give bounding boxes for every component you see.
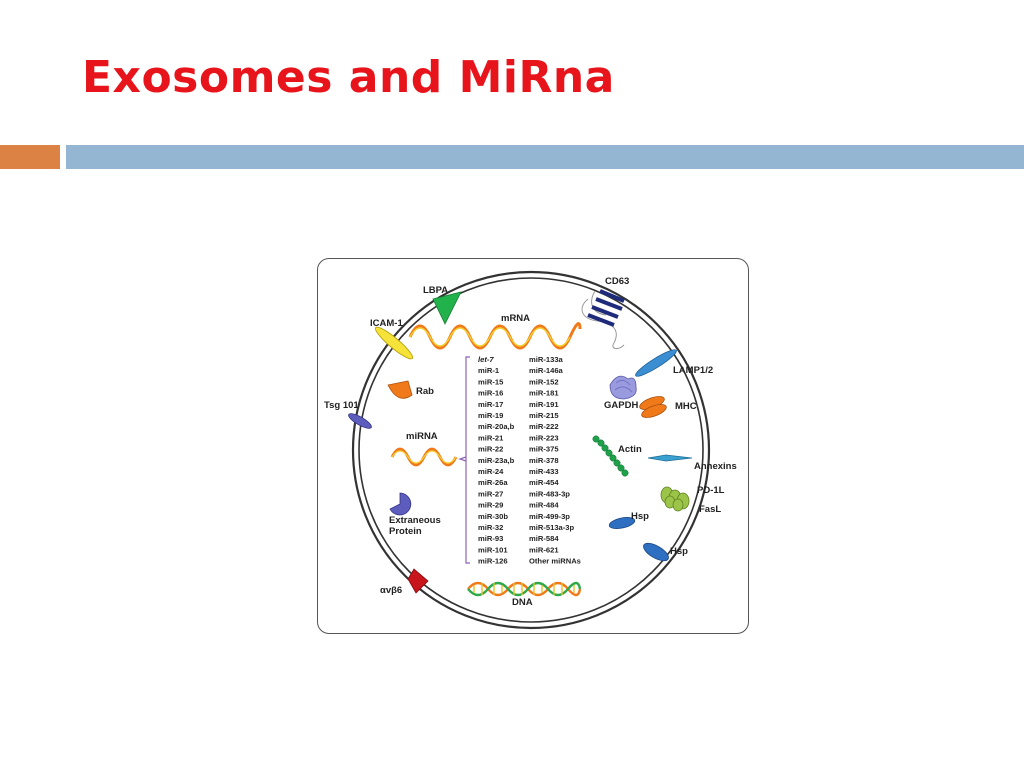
label-lbpa: LBPA xyxy=(423,285,448,296)
mirna-list-col2: miR-133a miR-146a miR-152 miR-181 miR-191 miR… xyxy=(529,355,581,566)
accent-bar-orange xyxy=(0,145,60,169)
pd-1l-fasl-icon xyxy=(660,486,690,512)
mirna-list-item: miR-29 xyxy=(478,501,503,510)
exosome-membrane-inner xyxy=(358,277,704,623)
extraneous-protein-icon xyxy=(389,492,412,516)
label-cd63: CD63 xyxy=(605,276,629,287)
mirna-strand-highlight xyxy=(391,450,457,464)
mirna-list-bracket-point xyxy=(458,456,467,462)
label-hsp-outer: Hsp xyxy=(670,546,688,557)
mirna-list-item: miR-15 xyxy=(478,377,504,386)
mirna-list-item: miR-152 xyxy=(529,377,559,386)
label-lamp: LAMP1/2 xyxy=(673,365,713,376)
mirna-list-item: miR-191 xyxy=(529,400,559,409)
mirna-list-item: let-7 xyxy=(478,355,494,364)
label-rab: Rab xyxy=(416,386,434,397)
label-mirna: miRNA xyxy=(406,431,438,442)
exosome-diagram: LBPA CD63 ICAM-1 mRNA LAMP1/2 Rab GAPDH … xyxy=(317,258,749,634)
mirna-list-item: miR-499-3p xyxy=(529,512,570,521)
annexins-icon xyxy=(647,454,693,462)
rab-icon xyxy=(387,380,413,399)
mirna-list-item: miR-26a xyxy=(478,478,508,487)
mirna-list-item: miR-483-3p xyxy=(529,489,570,498)
label-mhc: MHC xyxy=(675,401,697,412)
hsp-inner-icon xyxy=(608,517,636,529)
label-annexins: Annexins xyxy=(694,461,737,472)
label-pd-1l: PD-1L xyxy=(697,485,725,496)
mirna-list-item: miR-181 xyxy=(529,389,559,398)
mirna-list-item: miR-621 xyxy=(529,545,559,554)
mirna-list-item: miR-93 xyxy=(478,534,503,543)
mirna-list-item: miR-378 xyxy=(529,456,559,465)
mirna-list-item: miR-22 xyxy=(478,445,503,454)
mirna-list-item: miR-513a-3p xyxy=(529,523,575,532)
mrna-strand-highlight xyxy=(409,327,571,347)
mirna-list-item: miR-19 xyxy=(478,411,503,420)
label-tsg-101: Tsg 101 xyxy=(324,400,359,411)
hsp-outer-icon xyxy=(643,542,669,562)
mirna-list-item: miR-454 xyxy=(529,478,559,487)
exosome-svg: LBPA CD63 ICAM-1 mRNA LAMP1/2 Rab GAPDH … xyxy=(324,270,737,630)
label-avb6: αvβ6 xyxy=(380,585,402,596)
mirna-list-item: miR-20a,b xyxy=(478,422,515,431)
actin-icon xyxy=(592,435,629,477)
slide-title: Exosomes and MiRna xyxy=(82,52,615,103)
label-mrna: mRNA xyxy=(501,313,530,324)
label-icam-1: ICAM-1 xyxy=(370,318,403,329)
mirna-list-item: miR-24 xyxy=(478,467,504,476)
tsg-101-icon xyxy=(348,413,372,429)
label-hsp-inner: Hsp xyxy=(631,511,649,522)
label-gapdh: GAPDH xyxy=(604,400,638,411)
mirna-list-item: miR-222 xyxy=(529,422,559,431)
label-fasl: FasL xyxy=(699,504,721,515)
mirna-list-item: miR-17 xyxy=(478,400,503,409)
accent-bar-blue xyxy=(66,145,1024,169)
mirna-list-item: miR-1 xyxy=(478,366,500,375)
exosome-membrane-outer xyxy=(351,270,711,630)
mirna-list-item: miR-27 xyxy=(478,489,503,498)
mirna-list-item: miR-30b xyxy=(478,512,508,521)
gapdh-icon xyxy=(609,375,637,400)
label-actin: Actin xyxy=(618,444,642,455)
mirna-list-item: miR-584 xyxy=(529,534,559,543)
mirna-list-item: Other miRNAs xyxy=(529,557,581,566)
mirna-list-item: miR-126 xyxy=(478,557,508,566)
dna-helix xyxy=(467,581,582,597)
mhc-icon xyxy=(639,396,667,418)
mrna-strand xyxy=(408,322,582,350)
lbpa-icon xyxy=(432,291,462,325)
mirna-list-item: miR-484 xyxy=(529,501,559,510)
icam-1-icon xyxy=(374,326,414,360)
label-extraneous-line1: Extraneous xyxy=(389,515,441,526)
mirna-list-item: miR-16 xyxy=(478,389,503,398)
mirna-list-item: miR-133a xyxy=(529,355,564,364)
mirna-list-item: miR-21 xyxy=(478,433,504,442)
avb6-icon xyxy=(407,568,429,594)
mirna-list-item: miR-146a xyxy=(529,366,564,375)
mirna-list-item: miR-433 xyxy=(529,467,559,476)
mirna-list-item: miR-375 xyxy=(529,445,559,454)
mirna-list-col1: let-7 miR-1 miR-15 miR-16 miR-17 miR-19 miR-20… xyxy=(478,355,515,566)
mirna-list-item: miR-215 xyxy=(529,411,559,420)
label-dna: DNA xyxy=(512,597,533,608)
lamp-icon xyxy=(635,349,677,377)
mirna-list-bracket xyxy=(465,356,470,564)
mirna-list-item: miR-101 xyxy=(478,545,508,554)
mirna-list-item: miR-23a,b xyxy=(478,456,515,465)
mirna-list-item: miR-32 xyxy=(478,523,503,532)
label-extraneous-line2: Protein xyxy=(389,526,422,537)
cd63-icon xyxy=(581,289,625,350)
mirna-list-item: miR-223 xyxy=(529,433,559,442)
